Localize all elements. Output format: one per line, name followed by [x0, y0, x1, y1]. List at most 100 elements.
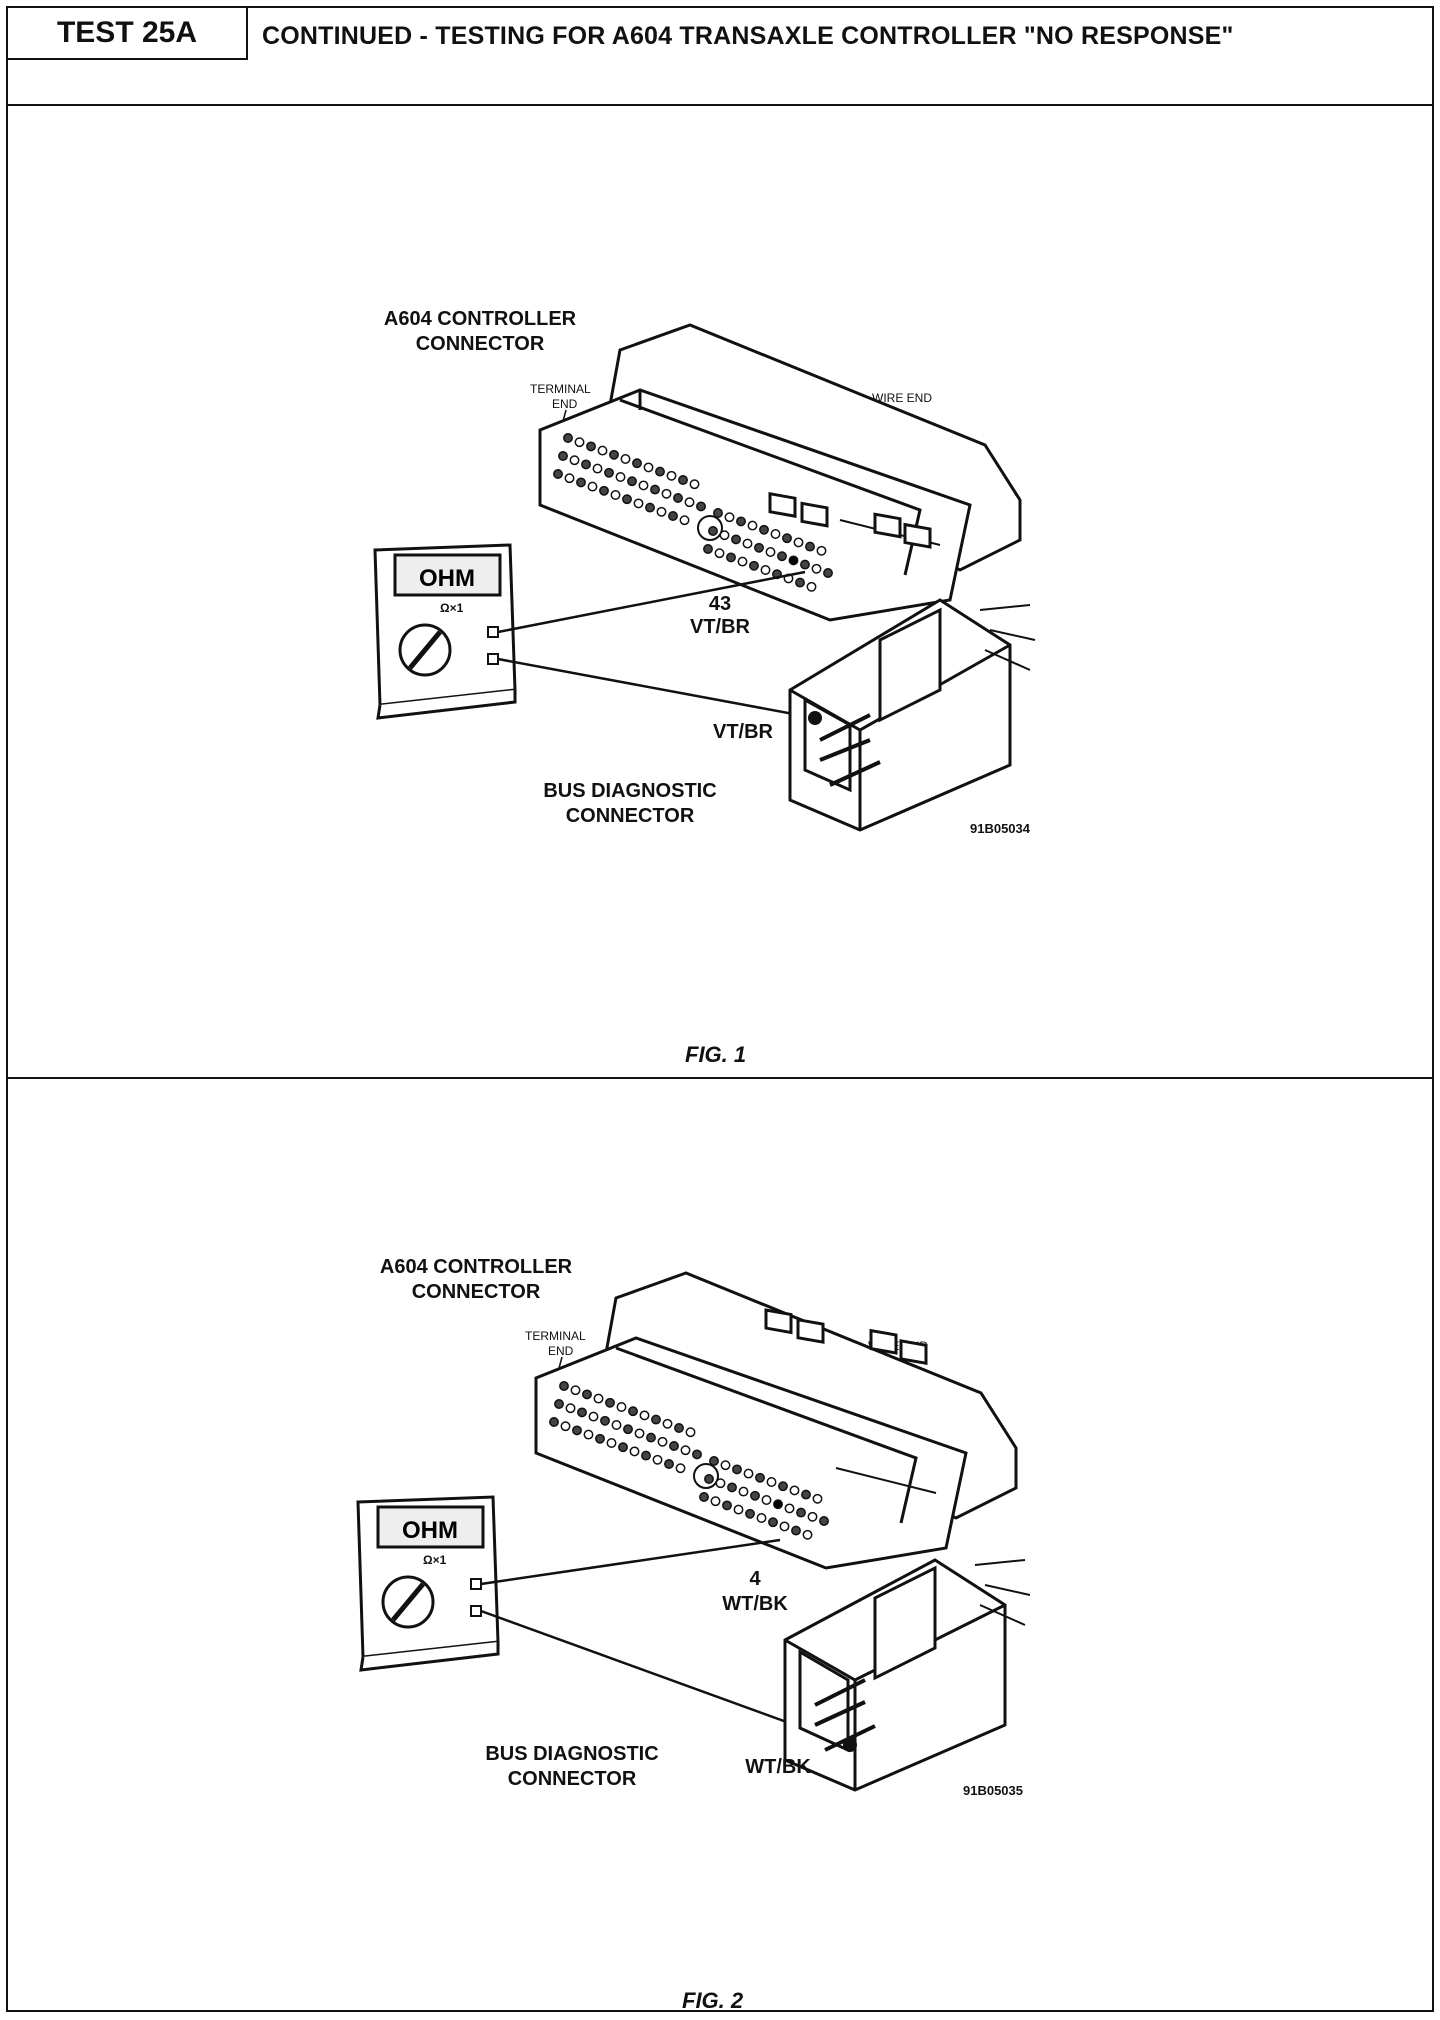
connector-pin: [576, 477, 586, 488]
connector-pin: [595, 1433, 605, 1444]
connector-pin: [620, 454, 631, 464]
figure-divider: [8, 1077, 1432, 1079]
connector-pin: [733, 1504, 744, 1515]
connector-pin: [749, 560, 759, 571]
connector-pin: [811, 563, 822, 574]
connector-pin: [802, 1529, 813, 1540]
connector-pin: [574, 437, 585, 448]
connector-pin: [696, 501, 706, 512]
connector-pin: [737, 556, 748, 567]
connector-pin: [747, 520, 758, 531]
terminal-end-label-line2: END: [548, 1344, 574, 1358]
connector-pin: [664, 1459, 674, 1469]
connector-pin: [646, 1432, 656, 1443]
test-lead-negative: [497, 657, 816, 720]
connector-pin: [651, 1414, 661, 1425]
connector-pin: [791, 1525, 801, 1536]
connector-pin: [679, 515, 690, 526]
connector-pin: [806, 581, 817, 592]
connector-pin: [633, 498, 644, 509]
connector-pin: [604, 467, 614, 478]
connector-pin: [587, 481, 598, 492]
connector-pin: [610, 490, 621, 500]
connector-pin: [632, 458, 642, 469]
connector-pin: [616, 1402, 627, 1412]
connector-pin: [600, 1415, 610, 1426]
connector-pin: [572, 1425, 582, 1436]
bus-diagnostic-connector: [783, 1558, 1031, 1792]
test-lead-positive: [497, 570, 806, 634]
figure-1-caption: FIG. 1: [685, 1042, 747, 1067]
connector-pin: [770, 529, 781, 539]
connector-pin: [738, 1486, 749, 1497]
pin-wire-color: VT/BR: [690, 616, 751, 638]
diag-pin: [843, 1738, 857, 1752]
connector-pin: [689, 479, 700, 490]
controller-label-line2: CONNECTOR: [416, 333, 545, 355]
controller-label-line1: A604 CONTROLLER: [380, 1256, 573, 1278]
connector-pin: [796, 1507, 806, 1518]
connector-pin: [558, 451, 568, 461]
wire-end-label: WIRE END: [872, 391, 932, 405]
connector-pin: [618, 1442, 628, 1453]
connector-pin: [724, 512, 735, 523]
pin-number: 43: [709, 593, 731, 615]
connector-pin: [823, 568, 833, 578]
connector-pin: [634, 1428, 645, 1439]
connector-pin: [684, 497, 695, 508]
meter-display: OHM: [419, 565, 475, 592]
connector-pin: [713, 508, 723, 518]
connector-pin: [615, 472, 626, 482]
connector-pin: [643, 462, 654, 473]
connector-pin: [779, 1521, 790, 1532]
diag-pin: [808, 711, 822, 725]
connector-pin: [553, 469, 563, 479]
connector-pin: [675, 1463, 686, 1474]
page-frame: [6, 6, 1434, 2012]
pin-number: 4: [749, 1568, 761, 1590]
connector-pin: [661, 488, 672, 499]
connector-pin: [807, 1511, 818, 1522]
connector-pin: [768, 1517, 778, 1528]
connector-pin: [760, 565, 771, 575]
connector-pin: [564, 473, 575, 484]
connector-pin: [784, 1503, 795, 1514]
figure-2-caption: FIG. 2: [682, 1988, 744, 2013]
diag-wire-color: VT/BR: [713, 721, 774, 743]
connector-pin: [611, 1420, 622, 1430]
connector-pin: [709, 1456, 719, 1466]
bus-label-line2: CONNECTOR: [566, 805, 695, 827]
image-code: 91B05035: [963, 1783, 1023, 1798]
connector-pin: [565, 1403, 576, 1414]
connector-pin: [639, 1410, 650, 1421]
connector-pin: [743, 1468, 754, 1479]
connector-pin: [736, 516, 746, 527]
connector-pin: [703, 544, 713, 554]
connector-pin: [674, 1423, 684, 1433]
connector-pin: [800, 559, 810, 570]
connector-pin: [782, 533, 792, 544]
connector-pin: [581, 459, 591, 470]
meter-range: Ω×1: [423, 1553, 447, 1567]
controller-pins: [549, 1381, 829, 1540]
controller-pins: [553, 433, 833, 592]
connector-pin: [719, 530, 730, 541]
figure-1-illustration: A604 CONTROLLER CONNECTOR TERMINAL END W…: [373, 308, 1036, 836]
connector-pin: [812, 1493, 823, 1504]
connector-pin: [714, 548, 725, 559]
connector-pin: [666, 470, 677, 481]
connector-pin: [726, 552, 736, 563]
terminal-end-label-line2: END: [552, 397, 578, 411]
connector-pin: [765, 547, 776, 557]
connector-pin: [627, 476, 637, 487]
connector-pin: [750, 1490, 760, 1501]
terminal-end-label-line1: TERMINAL: [530, 382, 591, 396]
connector-pin: [570, 1385, 581, 1396]
ohmmeter: [356, 1495, 500, 1672]
connector-pin: [819, 1516, 829, 1526]
diag-wire-color: WT/BK: [745, 1756, 811, 1778]
connector-pin: [593, 1393, 604, 1404]
connector-pin: [755, 1472, 765, 1483]
page-title: CONTINUED - TESTING FOR A604 TRANSAXLE C…: [262, 22, 1234, 50]
connector-pin: [641, 1450, 651, 1461]
